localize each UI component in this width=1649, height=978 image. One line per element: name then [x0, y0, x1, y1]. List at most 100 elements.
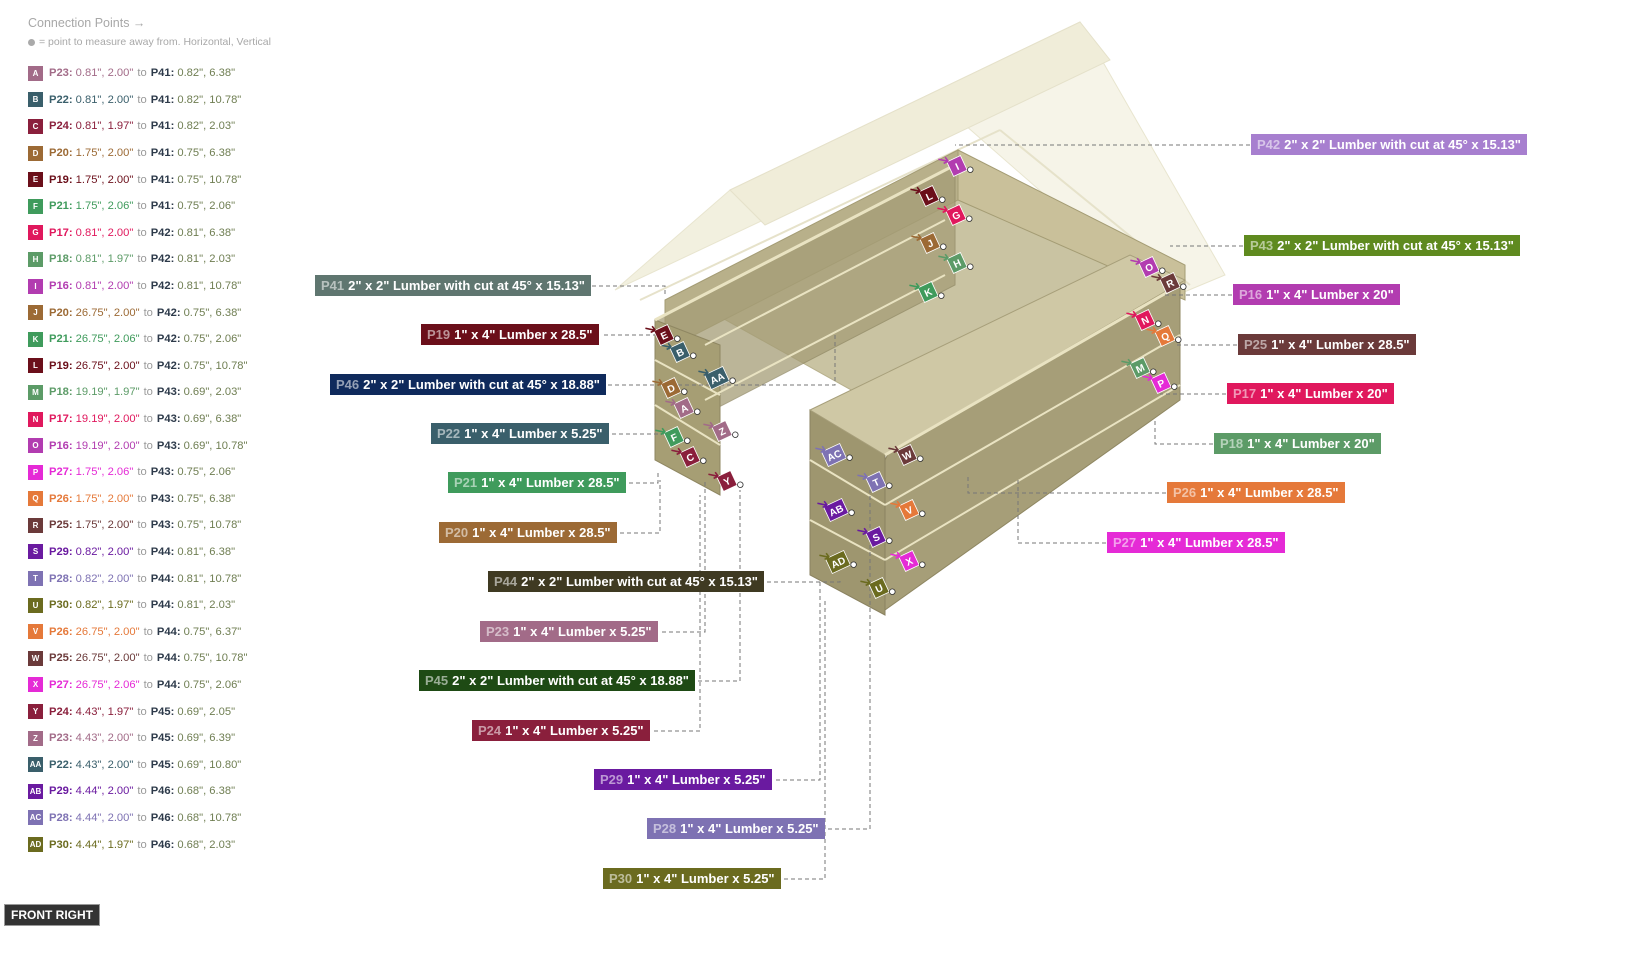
to-label: to [143, 386, 153, 399]
arrow-icon [857, 472, 868, 481]
marker-box [1159, 272, 1181, 294]
connection-badge: Q [28, 491, 43, 507]
marker-code: G [951, 210, 963, 223]
part-description: 2" x 2" Lumber with cut at 45° x 15.13" [1277, 238, 1514, 253]
marker-box [825, 549, 851, 575]
connection-badge: I [28, 278, 43, 294]
part-b-value: 0.75", 10.78" [177, 519, 242, 532]
part-a-value: 0.82", 2.00" [75, 545, 134, 558]
part-a: P25: [49, 652, 73, 665]
marker-box [1150, 372, 1172, 394]
part-description: 1" x 4" Lumber x 5.25" [505, 723, 644, 738]
part-b-value: 0.69", 10.78" [183, 439, 248, 452]
part-id: P30 [609, 871, 633, 886]
to-label: to [137, 572, 147, 585]
to-label: to [137, 705, 147, 718]
leader-line-p27 [1017, 480, 1106, 544]
part-b: P41: [150, 93, 175, 106]
part-description: 1" x 4" Lumber x 28.5" [1271, 337, 1410, 352]
marker-code: A [679, 403, 690, 416]
part-a: P18: [49, 386, 73, 399]
to-label: to [143, 359, 153, 372]
marker-q: Q [1146, 325, 1182, 347]
leader-line-p18 [1154, 420, 1213, 445]
marker-box [660, 377, 682, 399]
measure-point-icon [684, 437, 691, 444]
connection-badge: A [28, 65, 43, 81]
part-a-value: 19.19", 2.00" [75, 439, 140, 452]
measure-point-icon [967, 263, 974, 270]
measure-point-icon [919, 510, 926, 517]
part-a-value: 0.81", 2.00" [75, 67, 134, 80]
connection-badge: M [28, 384, 43, 400]
part-a-value: 26.75", 2.06" [75, 678, 140, 691]
marker-l: L [910, 185, 946, 207]
marker-f: F [655, 426, 691, 448]
marker-code: I [954, 162, 961, 173]
to-label: to [137, 226, 147, 239]
part-a: P19: [49, 173, 73, 186]
part-description: 2" x 2" Lumber with cut at 45° x 18.88" [452, 673, 689, 688]
part-a-value: 0.81", 1.97" [75, 253, 134, 266]
part-description: 1" x 4" Lumber x 5.25" [680, 821, 819, 836]
part-b: P44: [150, 572, 175, 585]
part-b: P45: [150, 705, 175, 718]
marker-t: T [857, 471, 893, 493]
connection-badge: O [28, 438, 43, 454]
part-id: P23 [486, 624, 510, 639]
leader-line-p46 [608, 335, 836, 386]
marker-box [919, 232, 941, 254]
marker-code: S [871, 532, 882, 545]
measure-point-icon [966, 215, 973, 222]
arrow-icon [938, 253, 949, 262]
part-description: 1" x 4" Lumber x 28.5" [454, 327, 593, 342]
marker-box [946, 155, 968, 177]
marker-v: V [890, 499, 926, 521]
part-description: 2" x 2" Lumber with cut at 45° x 18.88" [363, 377, 600, 392]
part-b-value: 0.75", 2.06" [177, 466, 236, 479]
part-id: P28 [653, 821, 677, 836]
part-b: P45: [150, 758, 175, 771]
connection-badge: U [28, 597, 43, 613]
leader-line-p21 [629, 470, 659, 484]
part-a-value: 19.19", 2.00" [75, 413, 140, 426]
part-b-value: 0.75", 10.78" [177, 173, 242, 186]
part-b: P41: [150, 67, 175, 80]
arrow-icon [698, 368, 709, 377]
part-b-value: 0.75", 2.06" [183, 333, 242, 346]
view-label[interactable]: FRONT RIGHT [4, 904, 100, 926]
part-b-value: 0.75", 2.06" [183, 678, 242, 691]
part-b-value: 0.75", 6.38" [183, 306, 242, 319]
marker-box [918, 185, 940, 207]
legend-title: Connection Points → [28, 16, 146, 30]
to-label: to [137, 280, 147, 293]
part-a-value: 0.81", 1.97" [75, 120, 134, 133]
part-b: P41: [150, 147, 175, 160]
part-b-value: 0.69", 2.05" [177, 705, 236, 718]
marker-box [896, 444, 918, 466]
measure-point-icon [850, 561, 857, 568]
part-b-value: 0.69", 6.38" [183, 413, 242, 426]
part-a-value: 0.82", 2.00" [75, 572, 134, 585]
measure-point-icon [1180, 283, 1187, 290]
part-id: P18 [1220, 436, 1244, 451]
connection-badge: C [28, 118, 43, 134]
part-a: P17: [49, 413, 73, 426]
